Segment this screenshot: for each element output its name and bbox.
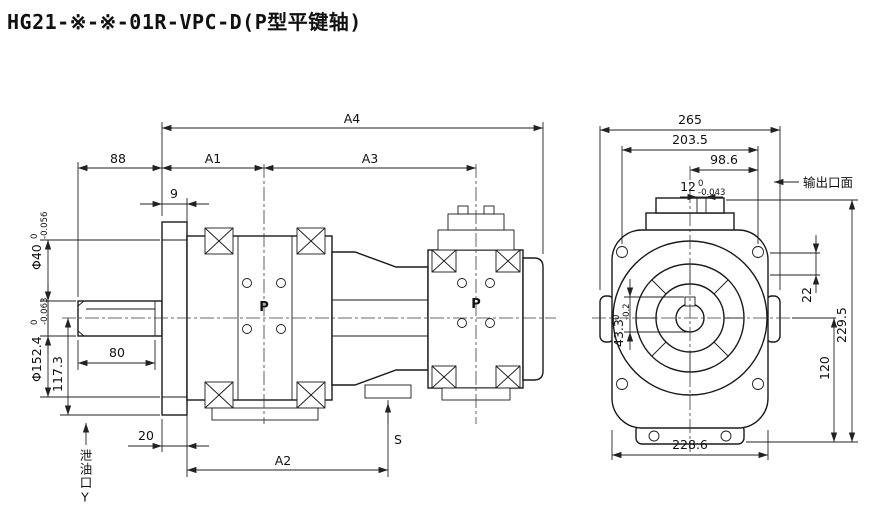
drawing-title: HG21-※-※-01R-VPC-D(P型平键轴)	[7, 10, 362, 34]
dim-117-3: 117.3	[50, 318, 160, 416]
side-view: P P A4	[29, 111, 556, 477]
dim-phi40: Φ40 0 -0.056	[29, 212, 76, 354]
dim-9-label: 9	[170, 186, 178, 201]
dim-117-3-label: 117.3	[50, 356, 65, 392]
dim-a2: A2	[187, 453, 388, 474]
dim-a4: A4	[161, 111, 544, 254]
dim-a2-label: A2	[275, 453, 292, 468]
mounting-bolt-holes	[616, 246, 764, 442]
dim-9: 9	[140, 186, 209, 232]
dim-80: 80	[77, 340, 156, 370]
front-pump-body	[186, 227, 333, 421]
dim-a4-label: A4	[344, 111, 361, 126]
dim-phi152-tol-upper: 0	[30, 320, 40, 325]
dim-row-88-a1-a3: 88 A1 A3	[77, 151, 476, 297]
dim-phi152-4: Φ152.4 0 -0.063	[29, 239, 160, 398]
mounting-flange	[161, 221, 188, 416]
dim-228-6: 228.6	[611, 430, 769, 460]
dim-s-label: S	[394, 432, 402, 447]
dim-phi40-tol-upper: 0	[30, 234, 40, 239]
outlet-port-face	[645, 197, 735, 233]
dim-12: 12 0 -0.043	[680, 179, 725, 201]
dim-80-label: 80	[109, 345, 125, 360]
dim-43-3-value: 43.3	[611, 319, 626, 347]
dim-phi40-tol-lower: -0.056	[40, 212, 50, 239]
dim-12-value: 12	[680, 179, 696, 194]
front-view-centerlines	[592, 166, 790, 452]
drain-port-label: 泄油口Y	[77, 449, 93, 506]
dim-a1-label: A1	[205, 151, 222, 166]
dim-228-6-label: 228.6	[672, 437, 708, 452]
pump-shaft	[77, 300, 163, 337]
dim-20-label: 20	[138, 428, 154, 443]
dim-203-5-label: 203.5	[672, 132, 708, 147]
front-view: 265 203.5 98.6 12 0 -0.043	[592, 112, 858, 460]
dim-229-5-label: 229.5	[834, 307, 849, 343]
dim-a3-label: A3	[362, 151, 379, 166]
dim-12-tol-upper: 0	[698, 179, 703, 189]
dim-phi152-tol-lower: -0.063	[40, 298, 50, 325]
suction-port-callout: S	[384, 400, 402, 477]
dim-120: 120	[792, 317, 838, 442]
dim-265-label: 265	[678, 112, 702, 127]
dim-22-label: 22	[799, 287, 814, 303]
dim-120-label: 120	[817, 356, 832, 380]
dim-98-6: 98.6	[689, 152, 759, 174]
dim-20: 20	[128, 412, 209, 477]
adapter-housing	[331, 251, 429, 399]
outlet-face-label: 输出口面	[803, 175, 853, 190]
dim-98-6-label: 98.6	[710, 152, 738, 167]
dim-229-5: 229.5	[726, 199, 858, 443]
dim-22: 22	[770, 235, 820, 303]
dim-88-label: 88	[110, 151, 126, 166]
dim-43-3-tol-upper: 0	[612, 315, 622, 320]
side-view-centerlines	[62, 164, 556, 424]
suction-port-stub	[364, 384, 412, 399]
dim-203-5: 203.5	[621, 132, 759, 244]
outlet-face-callout: 输出口面	[773, 175, 853, 190]
dim-phi152-value: Φ152.4	[29, 336, 44, 382]
dim-phi40-value: Φ40	[29, 244, 44, 270]
dim-43-3-tol-lower: -0.2	[622, 303, 632, 320]
rear-cover	[522, 257, 544, 381]
dim-12-tol-lower: -0.043	[698, 188, 725, 198]
dim-43-3: 43.3 0 -0.2	[611, 279, 688, 350]
dim-265: 265	[599, 112, 781, 290]
mounting-foot	[211, 407, 319, 421]
